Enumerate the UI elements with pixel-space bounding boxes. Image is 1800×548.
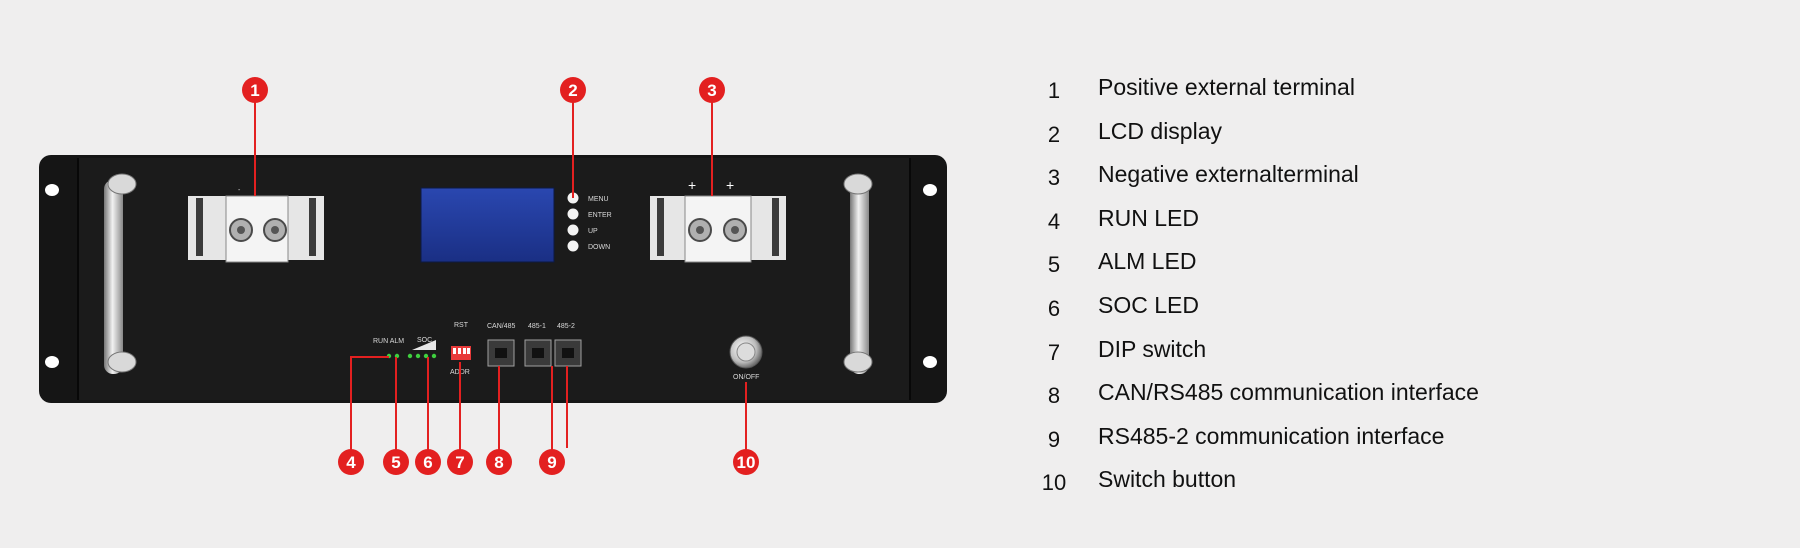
legend-item: 2 LCD display (1040, 118, 1479, 162)
callout-circle (415, 449, 441, 475)
callout-circle (383, 449, 409, 475)
callout-number: 6 (423, 453, 432, 472)
legend-description: Positive external terminal (1098, 74, 1355, 100)
port-485-2-label: 485-2 (557, 323, 575, 330)
legend-item: 3 Negative externalterminal (1040, 161, 1479, 205)
legend-number: 2 (1047, 121, 1061, 147)
legend-description: Negative externalterminal (1098, 161, 1359, 188)
rst-label: RST (454, 322, 469, 329)
negative-terminal: + + (650, 177, 786, 263)
callout-number: 8 (494, 453, 503, 472)
legend-description: ALM LED (1098, 248, 1197, 275)
callout-7: 7 (447, 449, 473, 475)
legend-number: 6 (1047, 295, 1061, 321)
legend-number: 9 (1047, 426, 1061, 452)
enter-label: ENTER (588, 212, 612, 219)
callout-8: 8 (486, 449, 512, 475)
soc-led-1 (407, 353, 413, 359)
legend-item: 8 CAN/RS485 communication interface (1040, 379, 1479, 423)
legend-item: 7 DIP switch (1040, 336, 1479, 380)
leader-lines (254, 101, 747, 452)
positive-terminal: - (188, 187, 324, 263)
legend-description: SOC LED (1098, 291, 1199, 318)
plus-sign-1: + (688, 177, 696, 193)
legend-item: 10 Switch button (1040, 466, 1479, 510)
legend-number: 4 (1047, 208, 1061, 234)
run-alm-label: RUN ALM (373, 338, 404, 345)
left-handle (104, 173, 137, 374)
callout-circle (539, 449, 565, 475)
callout-6: 6 (415, 449, 441, 475)
down-label: DOWN (588, 244, 610, 251)
legend-item: 6 SOC LED (1040, 292, 1479, 336)
callout-10: 10 (733, 449, 759, 475)
callout-number: 1 (250, 81, 259, 100)
menu-label: MENU (588, 196, 609, 203)
legend-item: 5 ALM LED (1040, 248, 1479, 292)
legend-item: 9 RS485-2 communication interface (1040, 423, 1479, 467)
callout-number: 4 (346, 453, 356, 472)
callout-circle (486, 449, 512, 475)
legend: 1 Positive external terminal 2 LCD display… (1040, 74, 1479, 510)
legend-item: 4 RUN LED (1040, 205, 1479, 249)
callout-number: 7 (455, 453, 464, 472)
callout-circle (447, 449, 473, 475)
callout-number: 2 (568, 81, 577, 100)
soc-wedge-icon (412, 340, 436, 350)
lcd-display (420, 187, 555, 263)
can485-label: CAN/485 (487, 323, 516, 330)
callout-5: 5 (383, 449, 409, 475)
port-485-1-label: 485-1 (528, 323, 546, 330)
enter-button[interactable] (567, 208, 579, 220)
callout-number: 10 (737, 453, 756, 472)
callout-circle (560, 77, 586, 103)
legend-description: RS485-2 communication interface (1098, 422, 1445, 449)
callout-number: 3 (707, 81, 716, 100)
comm-ports: CAN/485 485-1 485-2 (487, 323, 582, 367)
callout-circle (733, 449, 759, 475)
onoff-label: ON/OFF (733, 374, 759, 381)
callout-4: 4 (338, 449, 364, 475)
legend-number: 7 (1047, 339, 1061, 365)
legend-description: Switch button (1098, 466, 1237, 493)
up-button[interactable] (567, 224, 579, 236)
callout-3: 3 (699, 77, 725, 103)
status-leds: RUN ALM SOC (373, 337, 437, 359)
legend-item: 1 Positive external terminal (1040, 74, 1479, 118)
soc-label: SOC (417, 337, 432, 344)
callout-circle (242, 77, 268, 103)
callout-number: 5 (391, 453, 400, 472)
callout-2: 2 (560, 77, 586, 103)
callout-circle (699, 77, 725, 103)
legend-description: CAN/RS485 communication interface (1098, 379, 1479, 406)
legend-description: LCD display (1098, 117, 1222, 144)
legend-description: RUN LED (1098, 204, 1199, 231)
legend-number: 8 (1047, 383, 1061, 409)
callout-markers: 1 2 3 4 5 6 7 8 9 10 (242, 77, 759, 475)
soc-led-4 (431, 353, 437, 359)
legend-description: DIP switch (1098, 335, 1207, 362)
legend-number: 1 (1047, 78, 1061, 103)
up-label: UP (588, 228, 598, 235)
can485-port[interactable] (487, 339, 515, 367)
legend-number: 3 (1047, 165, 1061, 191)
legend-number: 5 (1047, 252, 1061, 278)
callout-number: 9 (547, 453, 556, 472)
right-handle (843, 173, 873, 374)
battery-panel: - + + MENU ENTER UP DOWN (39, 155, 947, 403)
mounting-holes (45, 184, 937, 368)
down-button[interactable] (567, 240, 579, 252)
callout-1: 1 (242, 77, 268, 103)
plus-sign-2: + (726, 177, 734, 193)
soc-led-2 (415, 353, 421, 359)
callout-circle (338, 449, 364, 475)
callout-9: 9 (539, 449, 565, 475)
minus-sign: - (238, 187, 241, 194)
legend-number: 10 (1041, 470, 1067, 496)
power-switch[interactable]: ON/OFF (729, 335, 763, 381)
